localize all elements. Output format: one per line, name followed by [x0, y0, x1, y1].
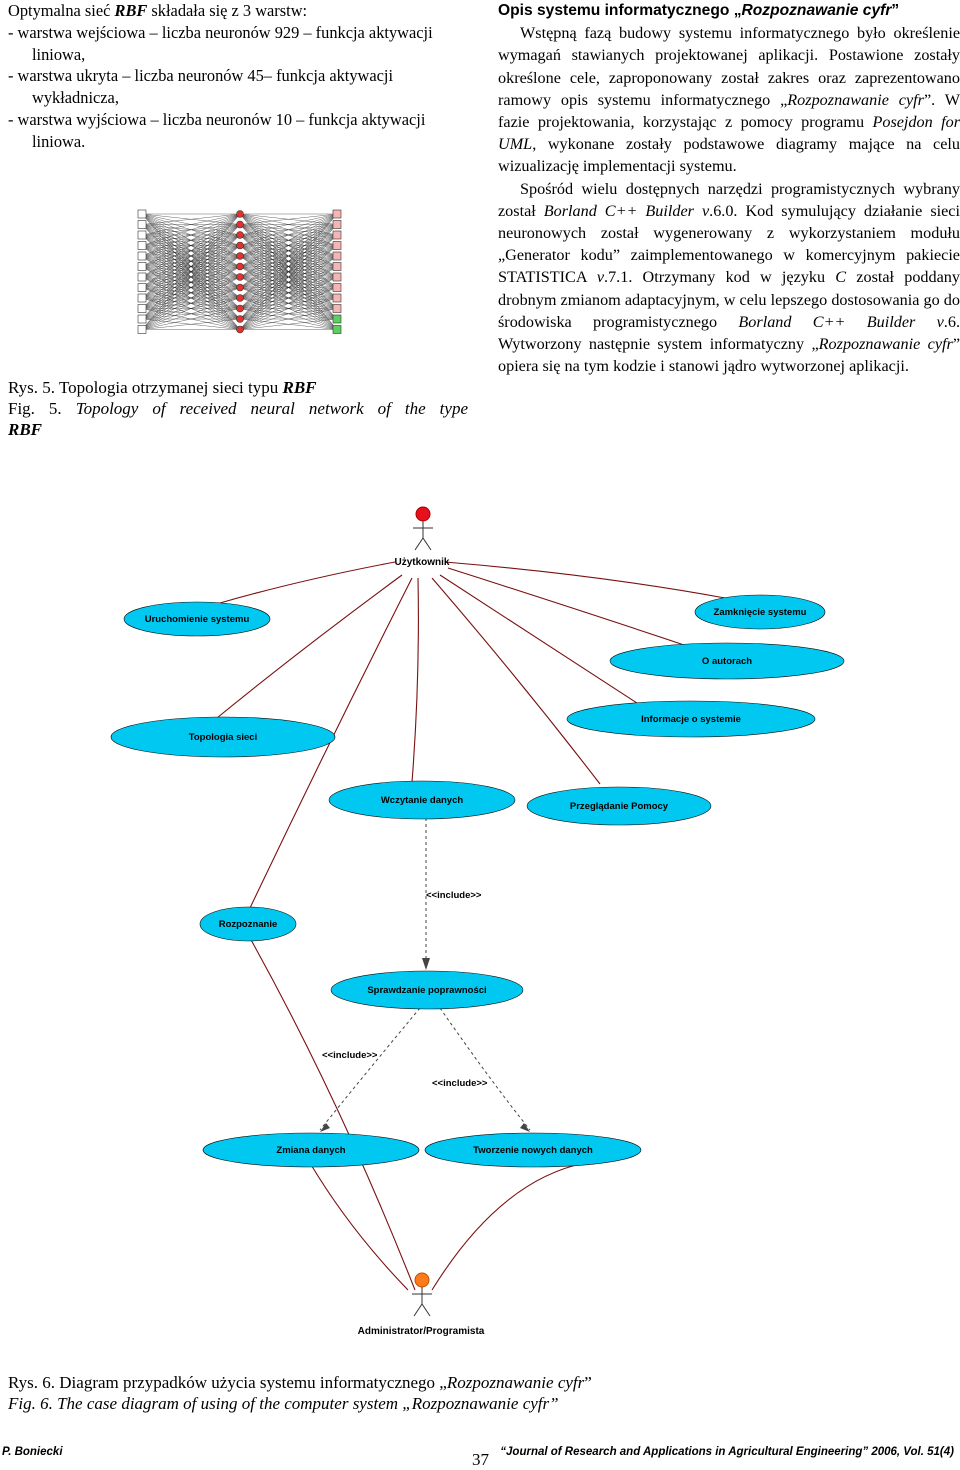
include-lines	[319, 818, 531, 1131]
fig5-caption-en: Fig. 5. Topology of received neural netw…	[8, 399, 468, 418]
hidden-neuron	[236, 252, 244, 260]
input-neuron	[137, 283, 147, 292]
hidden-neuron	[236, 294, 244, 302]
paragraph-2: Spośród wielu dostępnych narzędzi progra…	[498, 179, 960, 376]
svg-text:Tworzenie nowych danych: Tworzenie nowych danych	[473, 1145, 593, 1156]
output-neuron	[332, 220, 342, 229]
input-neuron	[137, 272, 147, 282]
use-case-sprawdzanie: Sprawdzanie poprawności	[330, 970, 524, 1010]
output-neuron	[332, 325, 342, 334]
use-case-informacje: Informacje o systemie	[566, 700, 816, 738]
use-case-przegladanie: Przeglądanie Pomocy	[526, 786, 712, 826]
hidden-neuron	[236, 210, 244, 218]
use-case-wczytanie: Wczytanie danych	[328, 780, 516, 820]
svg-text:O autorach: O autorach	[702, 656, 752, 667]
include-label-2: <<include>>	[322, 1050, 378, 1061]
svg-text:Przeglądanie Pomocy: Przeglądanie Pomocy	[570, 801, 669, 812]
output-neuron	[332, 314, 342, 324]
svg-text:Uruchomienie systemu: Uruchomienie systemu	[145, 614, 250, 625]
use-case-diagram: Użytkownik Administrator/Programista Uru…	[110, 506, 845, 1337]
fig6-caption: Rys. 6. Diagram przypadków użycia system…	[8, 1372, 948, 1414]
use-case-zamkniecie: Zamknięcie systemu	[694, 594, 826, 630]
svg-text:Wczytanie danych: Wczytanie danych	[381, 795, 464, 806]
actor-admin-label: Administrator/Programista	[358, 1326, 485, 1337]
svg-text:Zmiana danych: Zmiana danych	[276, 1145, 345, 1156]
actor-user-head-icon	[415, 506, 431, 522]
input-neuron	[137, 262, 147, 271]
output-neuron	[332, 283, 342, 292]
page-number: 37	[472, 1450, 489, 1469]
fig6-caption-en: Fig. 6. The case diagram of using of the…	[8, 1394, 559, 1413]
include-label-1: <<include>>	[426, 890, 482, 901]
layer-item-hidden: - warstwa ukryta – liczba neuronów 45– f…	[8, 66, 394, 108]
hidden-neuron	[236, 273, 244, 281]
use-case-topologia: Topologia sieci	[110, 716, 336, 758]
hidden-neuron	[236, 262, 244, 271]
hidden-neuron	[236, 241, 244, 250]
actor-admin: Administrator/Programista	[358, 1272, 485, 1337]
input-neuron	[137, 230, 147, 240]
include-label-3: <<include>>	[432, 1078, 488, 1089]
output-neuron	[332, 251, 342, 261]
input-neuron	[137, 220, 147, 229]
use-case-rozpoznanie: Rozpoznanie	[199, 906, 297, 942]
hidden-neuron	[236, 231, 244, 239]
hidden-neuron	[236, 325, 244, 334]
rbf-topology-figure	[137, 209, 342, 334]
use-case-tworzenie: Tworzenie nowych danych	[424, 1132, 642, 1168]
hidden-neuron	[236, 304, 244, 313]
hidden-neuron	[236, 315, 244, 323]
network-neurons	[137, 209, 342, 334]
output-neuron	[332, 304, 342, 313]
svg-text:Topologia sieci: Topologia sieci	[189, 732, 257, 743]
svg-text:Zamknięcie systemu: Zamknięcie systemu	[714, 607, 807, 618]
input-neuron	[137, 325, 147, 334]
left-column: Optymalna sieć RBF składała się z 3 wars…	[8, 0, 468, 153]
svg-text:Informacje o systemie: Informacje o systemie	[641, 714, 741, 725]
footer-author: P. Boniecki	[2, 1446, 63, 1458]
output-neuron	[332, 272, 342, 282]
actor-user-label: Użytkownik	[394, 557, 449, 568]
hidden-neuron	[236, 220, 244, 229]
output-neuron	[332, 262, 342, 271]
fig5-caption: Rys. 5. Topologia otrzymanej sieci typu …	[8, 378, 468, 439]
layer-item-input: - warstwa wejściowa – liczba neuronów 92…	[8, 22, 433, 64]
right-column: Opis systemu informatycznego „Rozpoznawa…	[498, 0, 960, 377]
output-neuron	[332, 230, 342, 240]
input-neuron	[137, 314, 147, 324]
output-neuron	[332, 241, 342, 250]
network-connections	[141, 213, 338, 330]
svg-text:Sprawdzanie poprawności: Sprawdzanie poprawności	[367, 985, 486, 996]
page-footer: P. Boniecki 37 “Journal of Research and …	[0, 1442, 960, 1469]
fig5-caption-pl: Rys. 5. Topologia otrzymanej sieci typu …	[8, 378, 317, 397]
use-case-o-autorach: O autorach	[609, 642, 845, 680]
input-neuron	[137, 251, 147, 261]
input-neuron	[137, 241, 147, 250]
output-neuron	[332, 209, 342, 219]
input-neuron	[137, 304, 147, 313]
output-neuron	[332, 293, 342, 303]
footer-journal: “Journal of Research and Applications in…	[500, 1446, 954, 1458]
intro-text: Optymalna sieć RBF składała się z 3 wars…	[8, 1, 308, 20]
input-neuron	[137, 293, 147, 303]
use-cases: Uruchomienie systemu Zamknięcie systemu …	[110, 594, 845, 1168]
fig6-caption-pl: Rys. 6. Diagram przypadków użycia system…	[8, 1373, 592, 1392]
hidden-neuron	[236, 283, 244, 292]
section-title: Opis systemu informatycznego „Rozpoznawa…	[498, 2, 900, 19]
use-case-uruchomienie: Uruchomienie systemu	[123, 601, 271, 637]
actor-user: Użytkownik	[394, 506, 450, 568]
actor-admin-head-icon	[414, 1272, 430, 1288]
use-case-zmiana: Zmiana danych	[202, 1132, 420, 1168]
layer-item-output: - warstwa wyjściowa – liczba neuronów 10…	[8, 109, 426, 151]
paragraph-1: Wstępną fazą budowy systemu informatyczn…	[498, 24, 960, 176]
svg-text:Rozpoznanie: Rozpoznanie	[219, 919, 278, 930]
include-arrowheads	[320, 958, 530, 1132]
input-neuron	[137, 209, 147, 219]
